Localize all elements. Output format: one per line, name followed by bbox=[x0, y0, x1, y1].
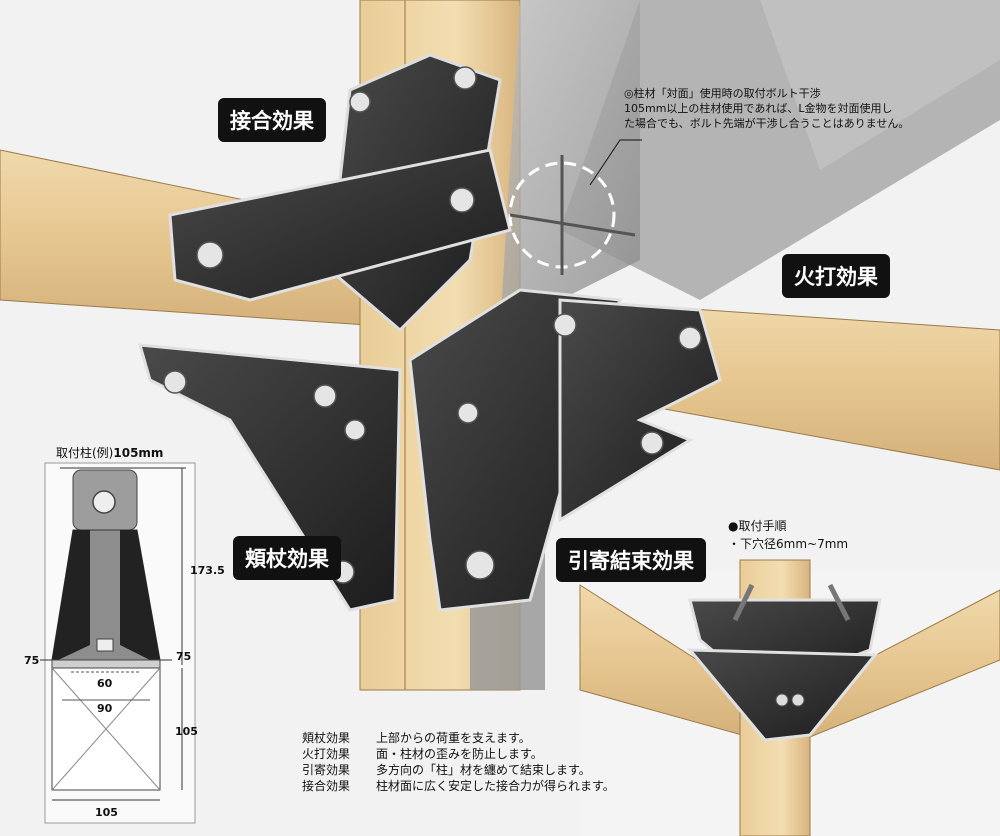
dim-right-margin: 75 bbox=[176, 650, 192, 663]
legend-key: 火打効果 bbox=[302, 747, 351, 761]
legend-row: 引寄効果 多方向の「柱」材を纏めて結束します。 bbox=[302, 762, 615, 778]
legend-desc: 上部からの荷重を支えます。 bbox=[376, 731, 531, 745]
legend-key: 接合効果 bbox=[302, 779, 351, 793]
legend-key: 頬杖効果 bbox=[302, 731, 351, 745]
spec-bolt-hole-icon bbox=[92, 490, 116, 514]
legend-row: 頬杖効果 上部からの荷重を支えます。 bbox=[302, 730, 615, 746]
note-line-3: た場合でも、ボルト先端が干渉し合うことはありません。 bbox=[624, 117, 910, 130]
legend-row: 火打効果 面・柱材の歪みを防止します。 bbox=[302, 746, 615, 762]
dim-post-height: 105 bbox=[175, 725, 198, 738]
inset-screw-right bbox=[827, 583, 851, 622]
note-line-2: 105mm以上の柱材使用であれば、L金物を対面使用し bbox=[624, 102, 893, 115]
procedure-title: ●取付手順 bbox=[728, 519, 787, 533]
note-leader-line bbox=[589, 139, 642, 186]
inset-screw-left bbox=[732, 583, 755, 622]
spec-title-prefix: 取付柱(例) bbox=[56, 446, 114, 460]
grey-beam-upper-face bbox=[760, 0, 1000, 170]
bracket-right bbox=[558, 298, 722, 523]
legend-desc: 多方向の「柱」材を纏めて結束します。 bbox=[376, 763, 591, 777]
procedure-hole: ・下穴径6mm~7mm bbox=[728, 537, 849, 551]
bracket-left-arm bbox=[168, 148, 512, 302]
dim-inner-90: 90 bbox=[97, 702, 113, 715]
effects-legend: 頬杖効果 上部からの荷重を支えます。 火打効果 面・柱材の歪みを防止します。 引寄効… bbox=[302, 730, 615, 794]
note-line-1: ◎柱材「対面」使用時の取付ボルト干渉 bbox=[624, 87, 821, 100]
badge-joint-effect: 接合効果 bbox=[218, 98, 326, 142]
badge-fire-strut-effect: 火打効果 bbox=[782, 254, 890, 298]
badge-binding-effect: 引寄結束効果 bbox=[556, 538, 706, 582]
dim-left-margin: 75 bbox=[24, 654, 40, 667]
legend-key: 引寄効果 bbox=[302, 763, 351, 777]
badge-brace-effect: 頬杖効果 bbox=[233, 536, 341, 580]
interference-note: ◎柱材「対面」使用時の取付ボルト干渉 105mm以上の柱材使用であれば、L金物を… bbox=[624, 86, 909, 131]
legend-desc: 柱材面に広く安定した接合力が得られます。 bbox=[376, 779, 615, 793]
install-procedure: ●取付手順 ・下穴径6mm~7mm bbox=[728, 517, 848, 553]
spec-title: 取付柱(例)105mm bbox=[56, 444, 163, 461]
dim-inner-60: 60 bbox=[97, 677, 113, 690]
dim-post-width: 105 bbox=[95, 806, 118, 819]
legend-desc: 面・柱材の歪みを防止します。 bbox=[376, 747, 543, 761]
spec-title-value: 105mm bbox=[113, 446, 164, 460]
dim-height: 173.5 bbox=[190, 564, 225, 577]
legend-row: 接合効果 柱材面に広く安定した接合力が得られます。 bbox=[302, 778, 615, 794]
